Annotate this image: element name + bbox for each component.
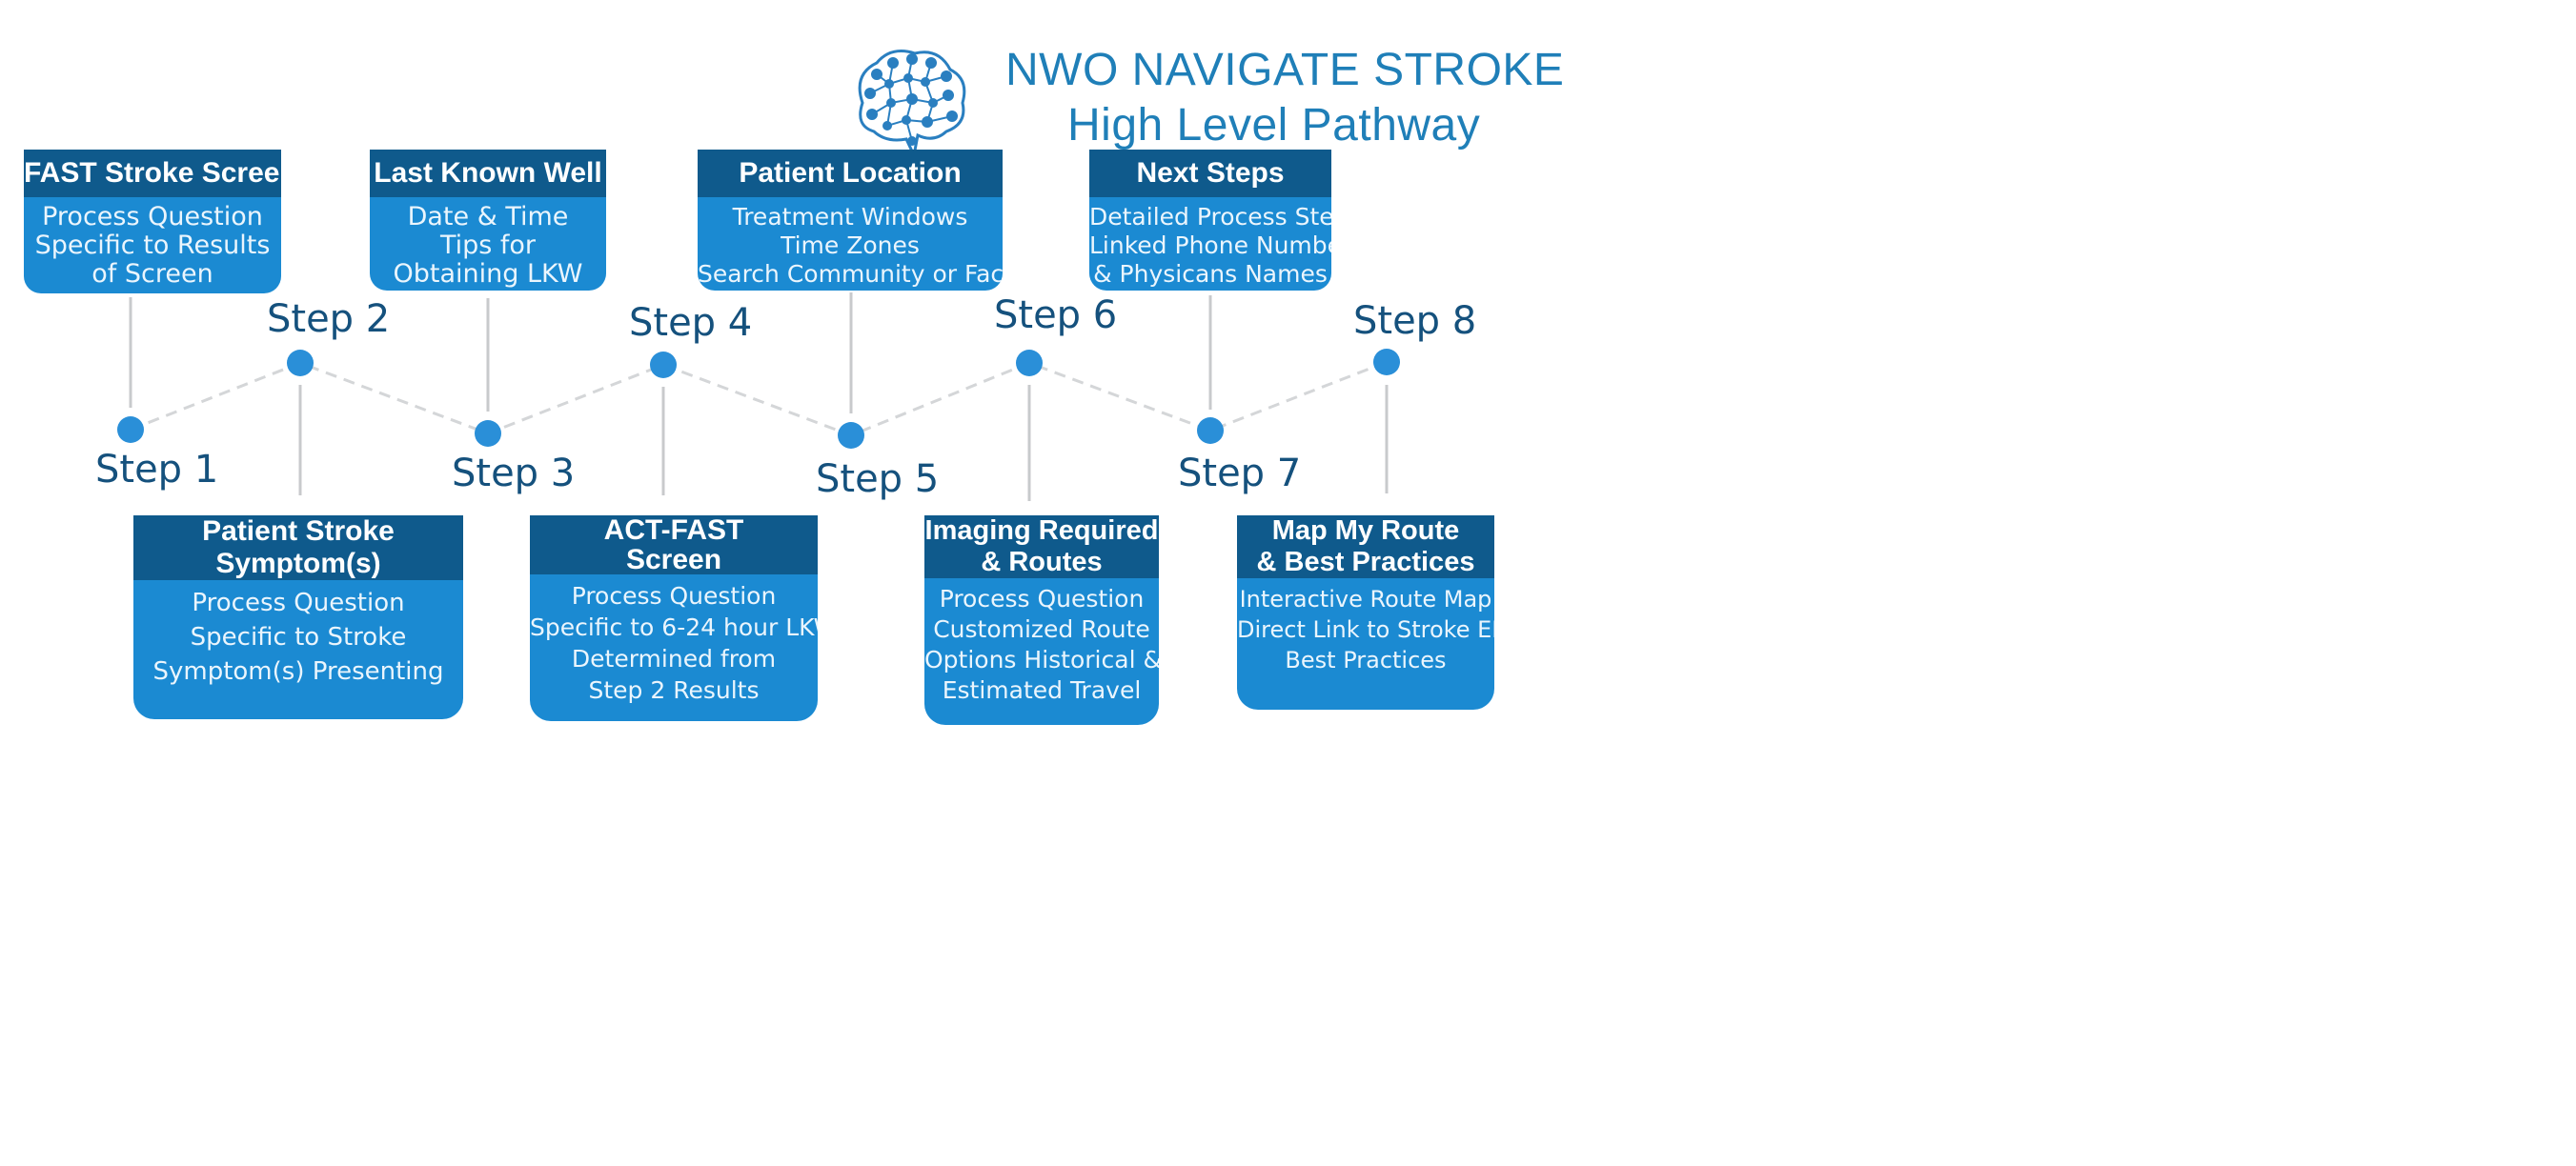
- step-box-body-line: Process Question: [42, 202, 263, 231]
- step-box-body-line: Step 2 Results: [588, 676, 760, 704]
- step-box-body-line: Direct Link to Stroke ED: [1237, 616, 1494, 643]
- step-box-body-line: Options Historical &: [924, 646, 1159, 673]
- step-label: Step 8: [1353, 299, 1477, 343]
- step-label: Step 6: [994, 293, 1118, 337]
- step-dot: [1016, 350, 1043, 376]
- step-box-title-line: & Routes: [981, 547, 1103, 577]
- step-box-body-line: Process Question: [571, 582, 777, 610]
- step-box-body-line: Specific to Stroke: [190, 623, 407, 652]
- step-box-title: Patient Location: [698, 150, 1003, 197]
- step-label: Step 2: [267, 297, 391, 341]
- step-box-body-line: Tips for: [439, 231, 537, 260]
- step-label: Step 1: [95, 448, 219, 492]
- step-box-body-line: Process Question: [939, 585, 1145, 613]
- step-box-body-line: Search Community or Facitlity: [698, 260, 1003, 288]
- step-box-body-line: Linked Phone Numbers: [1089, 231, 1331, 259]
- step-box-body: Detailed Process StepsLinked Phone Numbe…: [1089, 197, 1331, 291]
- step-box-body-line: & Physicans Names: [1093, 260, 1328, 288]
- step-box-body-line: Symptom(s) Presenting: [152, 657, 444, 686]
- step-dot: [838, 422, 864, 449]
- step-dot: [117, 416, 144, 443]
- step-box-title-line: Patient Stroke: [202, 515, 395, 547]
- step-box-title-line: Next Steps: [1136, 157, 1285, 189]
- step-dot: [475, 420, 501, 447]
- step-box-body-line: Detailed Process Steps: [1089, 203, 1331, 231]
- step-box-body-line: Time Zones: [781, 231, 920, 259]
- page-subtitle: High Level Pathway: [1067, 100, 1481, 151]
- step-box-body-line: of Screen: [91, 259, 213, 289]
- step-box-title-line: & Best Practices: [1256, 547, 1475, 577]
- step-box-title: Imaging Required& Routes: [924, 515, 1159, 578]
- step-label: Step 5: [816, 457, 940, 501]
- step-box-title: Map My Route& Best Practices: [1237, 515, 1494, 578]
- step-box-title-line: Screen: [625, 544, 722, 575]
- step-dot: [1373, 349, 1400, 375]
- step-dot: [287, 350, 314, 376]
- step-box-title-line: Map My Route: [1271, 515, 1460, 546]
- step-box-body-line: Date & Time: [407, 202, 569, 231]
- step-box-title: Last Known Well: [370, 150, 606, 197]
- step-box-body-line: Obtaining LKW: [393, 259, 583, 289]
- step-box-title: Next Steps: [1089, 150, 1331, 197]
- brain-network-icon: [858, 50, 966, 160]
- step-box-body-line: Customized Route: [933, 615, 1150, 643]
- step-box-title-line: FAST Stroke Screen: [24, 157, 281, 189]
- step-box-body-line: Process Question: [192, 589, 405, 617]
- step-box-title-line: Last Known Well: [374, 157, 602, 189]
- timeline-dashed-path: [130, 360, 1388, 437]
- step-box-title: FAST Stroke Screen: [24, 150, 281, 197]
- step-box-body-line: Best Practices: [1285, 647, 1447, 673]
- step-dot: [650, 352, 677, 378]
- step-box-body-line: Specific to 6-24 hour LKW: [530, 613, 818, 641]
- step-box-title-line: ACT-FAST: [603, 515, 744, 546]
- step-box-title-line: Patient Location: [739, 157, 962, 189]
- page-title: NWO NAVIGATE STROKE: [1005, 45, 1565, 95]
- step-label: Step 3: [452, 452, 576, 495]
- step-box-body-line: Interactive Route Map: [1239, 586, 1492, 613]
- step-box-body-line: Determined from: [571, 645, 777, 673]
- step-box-title-line: Symptom(s): [215, 548, 381, 579]
- step-dot: [1197, 417, 1224, 444]
- step-box-title-line: Imaging Required: [924, 515, 1159, 546]
- step-box-body-line: Estimated Travel: [942, 676, 1142, 704]
- step-box-body-line: Treatment Windows: [732, 203, 968, 231]
- step-label: Step 7: [1178, 452, 1302, 495]
- header: NWO NAVIGATE STROKE High Level Pathway: [0, 29, 2576, 171]
- step-label: Step 4: [629, 301, 753, 345]
- step-box-body-line: Specific to Results: [34, 231, 271, 260]
